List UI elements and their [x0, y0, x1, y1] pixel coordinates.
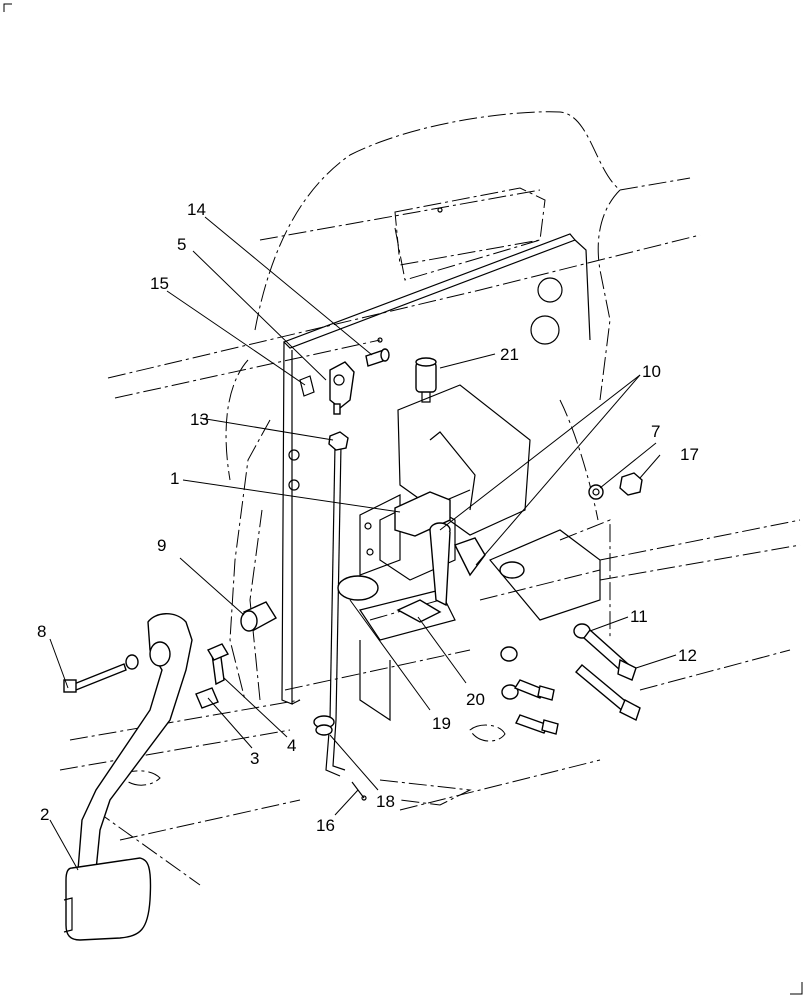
- cotter-pin: [299, 375, 315, 397]
- stop-bolt: [195, 643, 230, 709]
- leader-lines: [49, 216, 677, 871]
- callout-12: 12: [678, 646, 697, 665]
- lower-plate-phantom: [369, 519, 611, 640]
- callout-5: 5: [177, 235, 186, 254]
- washers-and-bolts: [500, 623, 641, 735]
- callout-8: 8: [37, 622, 46, 641]
- callout-1: 1: [170, 469, 179, 488]
- callout-21: 21: [500, 345, 519, 364]
- crop-mark-bottom-right: [790, 982, 803, 995]
- callout-9: 9: [157, 536, 166, 555]
- callout-4: 4: [287, 736, 296, 755]
- washer: [588, 484, 604, 500]
- clutch-pedal: [63, 613, 193, 941]
- pivot-assembly: [394, 491, 525, 607]
- callout-13: 13: [190, 410, 209, 429]
- callout-labels: 14 5 15 21 10 13 7 17 1 9 11 8 12 4 3 19…: [37, 200, 699, 835]
- mounting-plate: [281, 207, 591, 705]
- small-pin: [351, 781, 367, 801]
- clevis-pin: [365, 348, 390, 367]
- callout-15: 15: [150, 274, 169, 293]
- jam-nut: [328, 431, 349, 451]
- callout-2: 2: [40, 805, 49, 824]
- pivot-bolt: [63, 654, 139, 693]
- callout-7: 7: [651, 422, 660, 441]
- lock-nut: [619, 472, 643, 496]
- callout-17: 17: [680, 445, 699, 464]
- callout-14: 14: [187, 200, 206, 219]
- bushing: [240, 601, 277, 632]
- spacer-plate: [337, 575, 442, 623]
- crop-mark-top-left: [3, 3, 12, 12]
- callout-18: 18: [376, 792, 395, 811]
- callout-10: 10: [642, 362, 661, 381]
- control-rod: [313, 444, 346, 777]
- callout-11: 11: [630, 607, 648, 626]
- phantom-chassis-outline: [59, 111, 801, 886]
- callout-20: 20: [466, 690, 485, 709]
- callout-3: 3: [250, 749, 259, 768]
- switch: [415, 357, 437, 403]
- callout-19: 19: [432, 714, 451, 733]
- clevis: [329, 361, 355, 415]
- callout-16: 16: [316, 816, 335, 835]
